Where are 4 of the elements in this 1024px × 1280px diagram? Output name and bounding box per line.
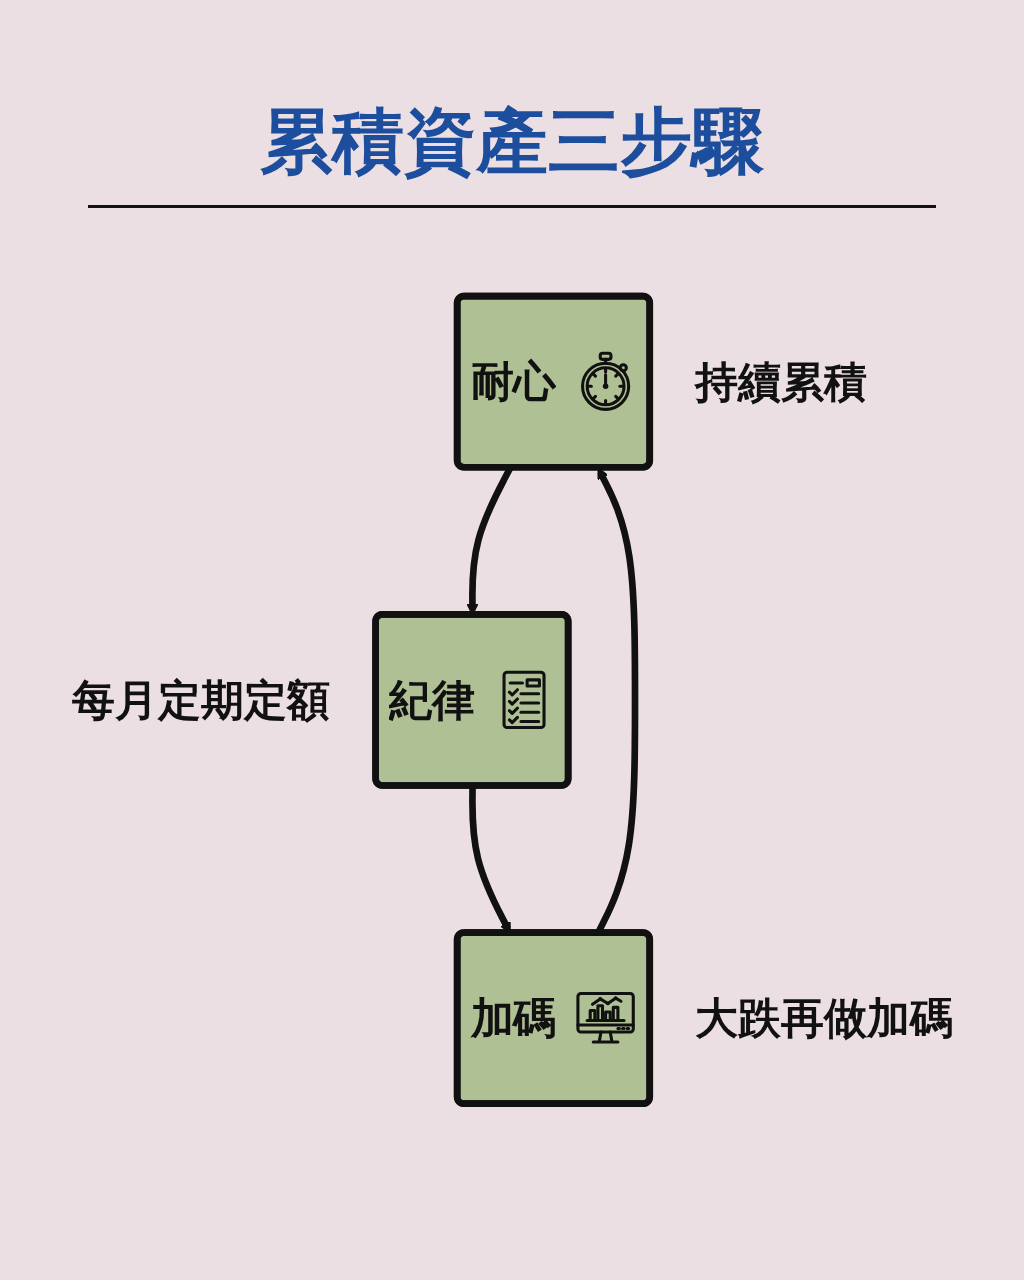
step-note: 持續累積 [695,356,868,407]
title: 累積資產三步驟 [260,100,764,183]
step-note: 大跌再做加碼 [695,993,954,1044]
step-note: 每月定期定額 [72,675,331,725]
